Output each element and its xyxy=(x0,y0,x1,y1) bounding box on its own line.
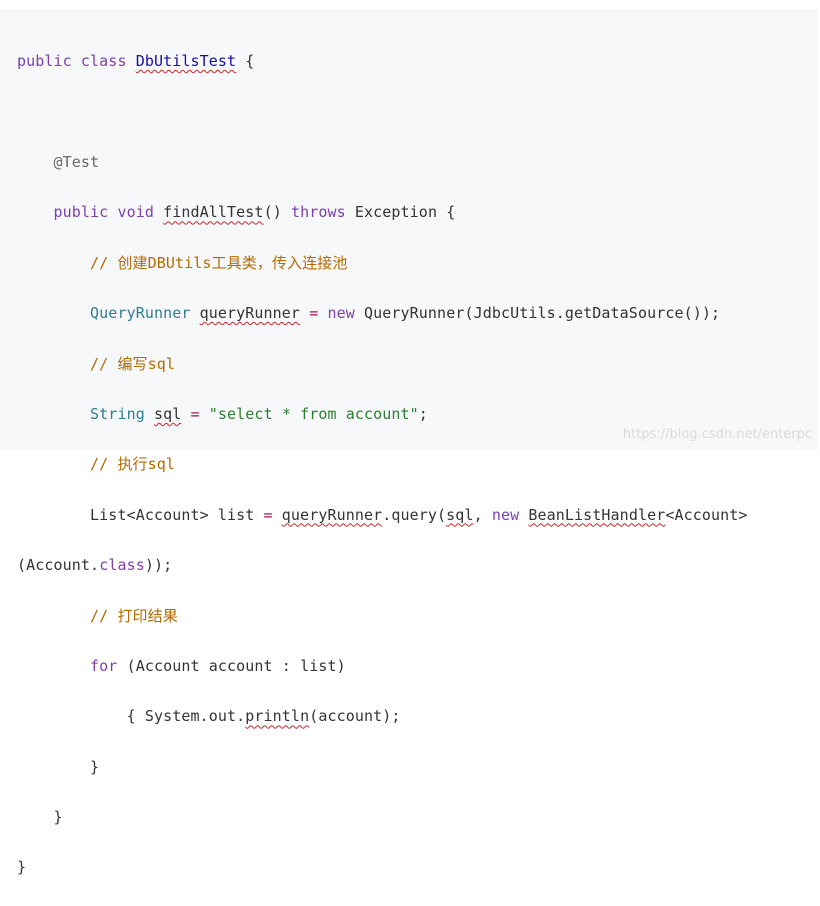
for-header: (Account account : list) xyxy=(117,656,346,675)
for-body-start: { System.out. xyxy=(126,707,246,726)
code-line-7: // 编写sql xyxy=(17,352,748,377)
println-call: println xyxy=(245,707,310,726)
bean-list-handler: BeanListHandler xyxy=(528,505,666,524)
for-keyword: for xyxy=(90,656,118,675)
code-line-4: public void findAllTest() throws Excepti… xyxy=(17,200,748,225)
throws-keyword: throws xyxy=(290,203,346,222)
comment-create-dbutils: // 创建DBUtils工具类，传入连接池 xyxy=(90,253,348,272)
method-parens: () xyxy=(263,203,291,222)
code-line-14: { System.out.println(account); xyxy=(17,704,748,729)
code-text: public class DbUtilsTest { @Test public … xyxy=(17,24,748,906)
code-line-13: for (Account account : list) xyxy=(17,654,748,679)
annotation: @Test xyxy=(53,152,100,171)
code-block: public class DbUtilsTest { @Test public … xyxy=(0,10,818,876)
class-decl-keyword: public class xyxy=(17,52,136,71)
code-line-2 xyxy=(17,100,748,125)
code-line-15: } xyxy=(17,755,748,780)
code-line-3: @Test xyxy=(17,150,748,175)
list-comma: , xyxy=(473,505,492,524)
queryrunner-var: queryRunner xyxy=(199,304,301,323)
open-brace: { xyxy=(236,52,255,71)
queryrunner-type: QueryRunner xyxy=(90,304,200,323)
close-class-brace: } xyxy=(17,858,27,877)
code-line-16: } xyxy=(17,805,748,830)
sql-string: "select * from account" xyxy=(208,404,419,423)
code-line-9: // 执行sql xyxy=(17,452,748,477)
code-line-17: } xyxy=(17,855,748,880)
code-line-12: // 打印结果 xyxy=(17,604,748,629)
exception-type: Exception { xyxy=(345,203,456,222)
comment-execute-sql: // 执行sql xyxy=(90,455,176,474)
list-declaration: List<Account> list xyxy=(90,505,264,524)
comment-print-result: // 打印结果 xyxy=(90,606,178,625)
code-line-1: public class DbUtilsTest { xyxy=(17,49,748,74)
list-assign-op: = xyxy=(263,505,282,524)
list-sql-ref: sql xyxy=(446,505,474,524)
class-name: DbUtilsTest xyxy=(135,52,237,71)
method-name: findAllTest xyxy=(163,203,264,222)
account-class-close: )); xyxy=(144,556,173,575)
watermark: https://blog.csdn.net/enterpc xyxy=(622,427,812,442)
code-line-5: // 创建DBUtils工具类，传入连接池 xyxy=(17,251,748,276)
close-method-brace: } xyxy=(53,808,63,827)
string-type: String xyxy=(90,404,154,423)
sql-var: sql xyxy=(153,404,182,423)
class-keyword: class xyxy=(99,556,145,575)
query-call: .query( xyxy=(382,505,447,524)
list-queryrunner-ref: queryRunner xyxy=(281,505,383,524)
code-line-11: (Account.class)); xyxy=(17,553,748,578)
method-modifiers: public void xyxy=(53,203,164,222)
sql-assign-op: = xyxy=(181,404,209,423)
comment-write-sql: // 编写sql xyxy=(90,354,176,373)
code-line-10: List<Account> list = queryRunner.query(s… xyxy=(17,503,748,528)
account-class-open: (Account. xyxy=(17,556,100,575)
for-body-end: (account); xyxy=(309,707,401,726)
new-keyword: new xyxy=(327,304,365,323)
code-line-6: QueryRunner queryRunner = new QueryRunne… xyxy=(17,301,748,326)
close-for-brace: } xyxy=(90,757,100,776)
code-line-8: String sql = "select * from account"; xyxy=(17,402,748,427)
queryrunner-ctor: QueryRunner(JdbcUtils.getDataSource()); xyxy=(364,304,721,323)
assign-op: = xyxy=(300,304,328,323)
handler-generic: <Account> xyxy=(665,505,748,524)
list-new-keyword: new xyxy=(491,505,529,524)
sql-semicolon: ; xyxy=(418,404,428,423)
